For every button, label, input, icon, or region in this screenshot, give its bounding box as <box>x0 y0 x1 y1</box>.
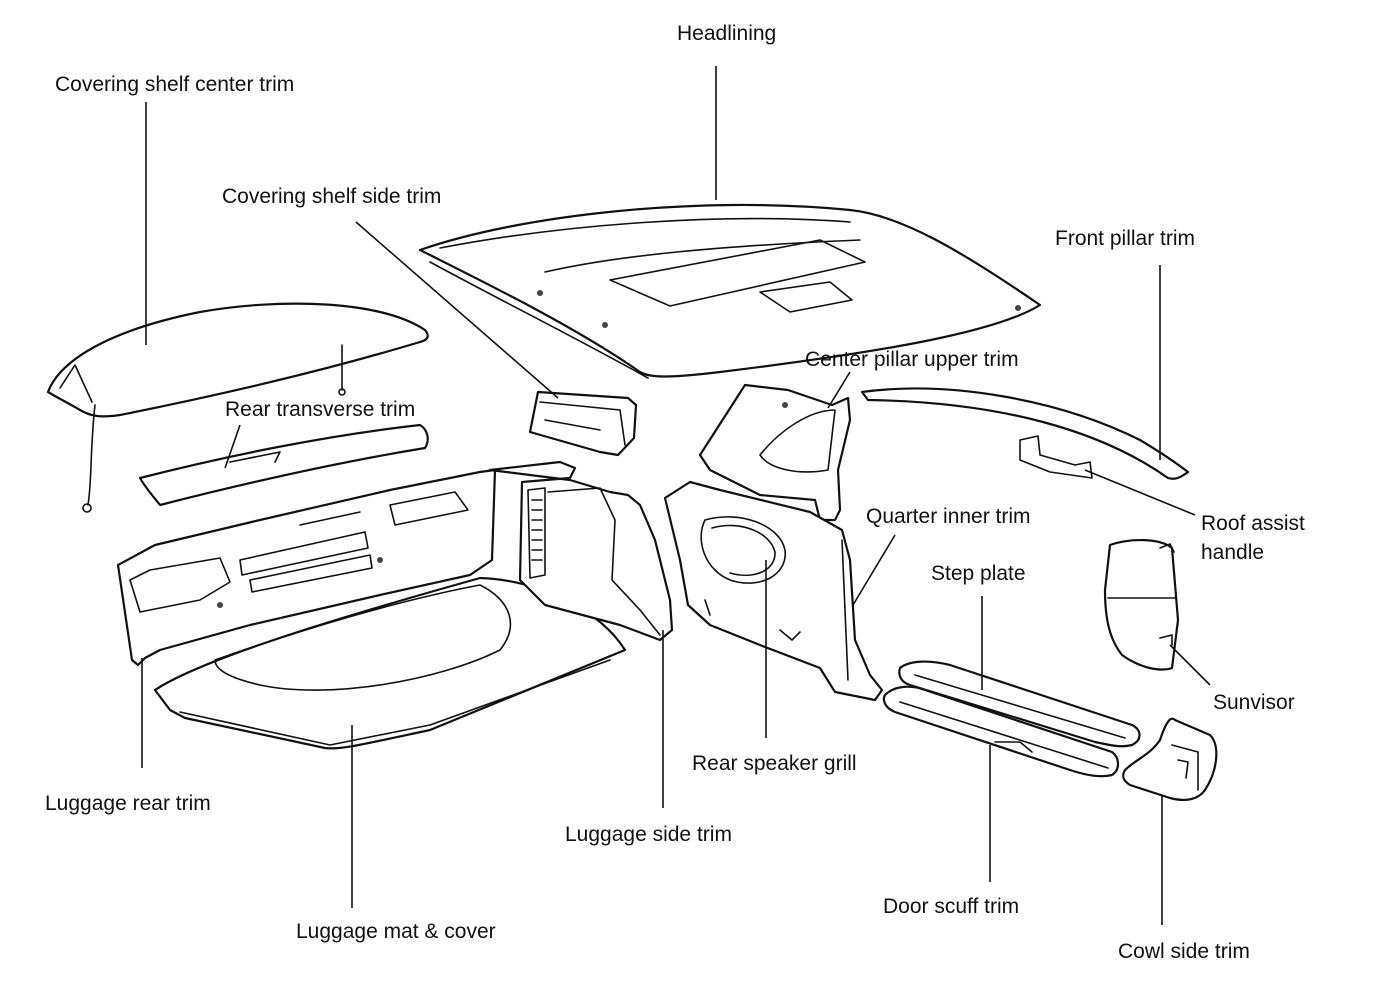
cowl-side-trim-part <box>1122 717 1218 801</box>
rear-transverse-trim-part <box>138 423 429 507</box>
covering-shelf-side-trim-part <box>528 390 638 457</box>
label-door-scuff-trim: Door scuff trim <box>883 895 1019 918</box>
luggage-side-trim-part <box>488 460 674 642</box>
sunvisor-part <box>1103 538 1180 671</box>
label-roof-assist-handle-line1: Roof assist <box>1201 512 1305 535</box>
label-luggage-rear-trim: Luggage rear trim <box>45 792 211 815</box>
label-headlining: Headlining <box>677 22 776 45</box>
label-luggage-side-trim: Luggage side trim <box>565 823 732 846</box>
label-covering-shelf-side-trim: Covering shelf side trim <box>222 185 441 208</box>
label-quarter-inner-trim: Quarter inner trim <box>866 505 1031 528</box>
step-plate-part <box>898 660 1141 748</box>
label-roof-assist-handle-line2: handle <box>1201 541 1264 564</box>
leader-lines <box>141 66 1211 925</box>
label-luggage-mat-cover: Luggage mat & cover <box>296 920 496 943</box>
luggage-rear-trim-part <box>116 468 497 667</box>
covering-shelf-center-trim-part <box>46 302 429 513</box>
label-sunvisor: Sunvisor <box>1213 691 1295 714</box>
headlining-part <box>418 203 1042 379</box>
center-pillar-upper-trim-part <box>698 383 852 522</box>
door-scuff-trim-part <box>882 685 1120 778</box>
label-covering-shelf-center-trim: Covering shelf center trim <box>55 73 294 96</box>
quarter-inner-trim-part <box>663 480 884 702</box>
label-front-pillar-trim: Front pillar trim <box>1055 227 1195 250</box>
label-center-pillar-upper-trim: Center pillar upper trim <box>805 348 1019 371</box>
label-rear-transverse-trim: Rear transverse trim <box>225 398 415 421</box>
label-cowl-side-trim: Cowl side trim <box>1118 940 1250 963</box>
front-pillar-trim-part <box>860 387 1190 480</box>
label-rear-speaker-grill: Rear speaker grill <box>692 752 857 775</box>
label-step-plate: Step plate <box>931 562 1026 585</box>
